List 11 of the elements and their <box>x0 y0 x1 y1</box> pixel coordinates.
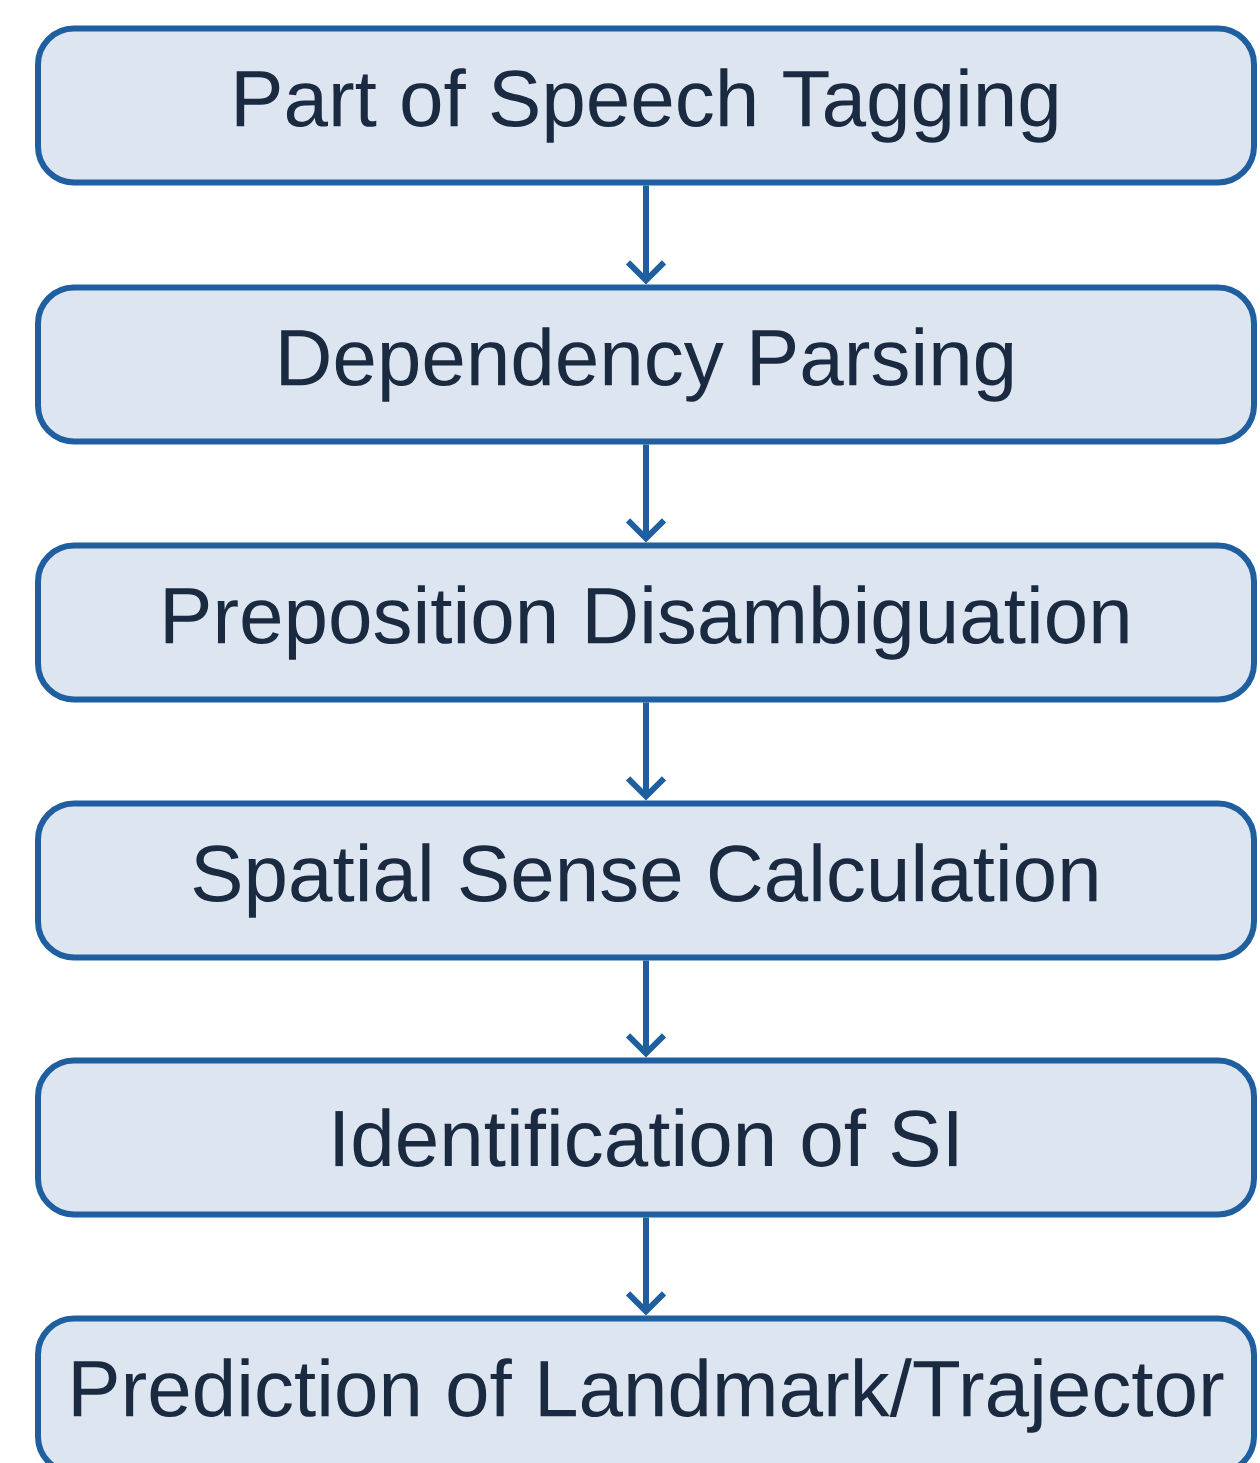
process-box: Dependency Parsing <box>35 284 1257 445</box>
arrow <box>625 1217 667 1316</box>
process-box: Prediction of Landmark/Trajector <box>35 1315 1257 1463</box>
arrow <box>625 185 667 285</box>
arrow <box>625 960 667 1058</box>
process-box: Spatial Sense Calculation <box>35 800 1257 961</box>
arrow <box>625 702 667 801</box>
process-box: Identification of SI <box>35 1057 1257 1218</box>
process-box: Preposition Disambiguation <box>35 542 1257 703</box>
arrow <box>625 444 667 543</box>
process-box: Part of Speech Tagging <box>35 25 1257 186</box>
